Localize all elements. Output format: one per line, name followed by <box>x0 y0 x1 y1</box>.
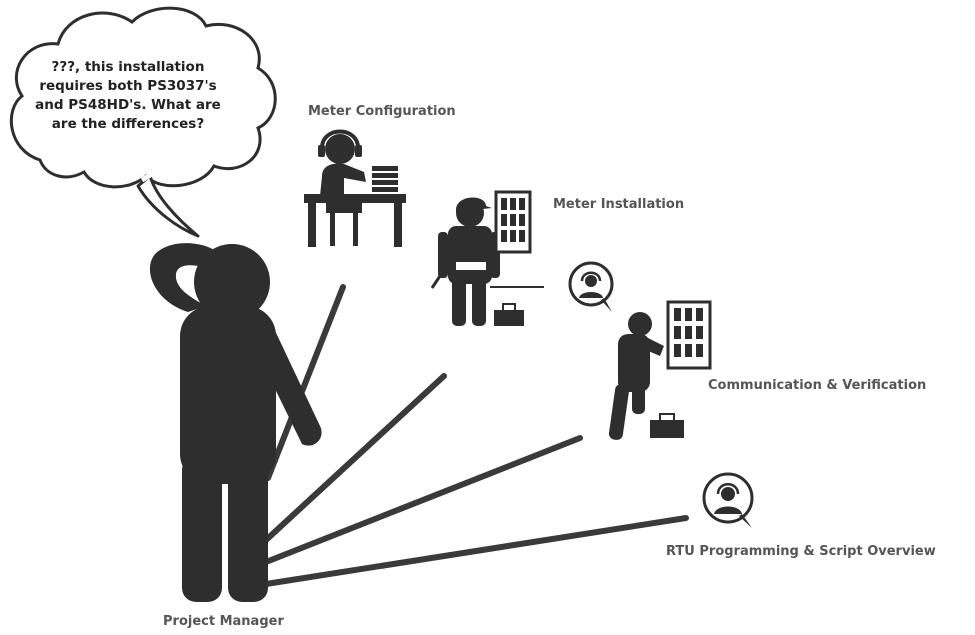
manager-arm-on-head <box>149 243 214 312</box>
manager-right-leg <box>228 456 268 602</box>
line-to-meter-installation <box>263 373 447 543</box>
meter-installation-label: Meter Installation <box>553 197 685 212</box>
manager-right-arm <box>254 320 322 446</box>
project-manager-label: Project Manager <box>163 614 284 629</box>
rtu-support-icon <box>702 472 754 528</box>
meter-panel <box>494 190 532 254</box>
toolbox-icon <box>494 303 524 326</box>
connector-lines <box>263 284 689 587</box>
project-manager-figure <box>149 243 322 602</box>
line-to-meter-configuration <box>265 284 346 481</box>
manager-torso <box>180 306 276 484</box>
communication-verification-label: Communication & Verification <box>708 378 927 393</box>
line-to-rtu-programming <box>263 515 689 587</box>
meter-installation-figure <box>430 190 544 326</box>
thought-bubble <box>9 6 277 238</box>
meter-panel-2 <box>666 300 712 370</box>
manager-left-leg <box>182 456 222 602</box>
headset-support-icon <box>568 261 614 312</box>
rtu-programming-label: RTU Programming & Script Overview <box>666 544 936 559</box>
binder-stack <box>372 166 398 192</box>
meter-configuration-figure <box>304 129 406 247</box>
speech-bubble-text: ???, this installation requires both PS3… <box>35 59 221 132</box>
line-to-communication <box>263 435 583 565</box>
meter-configuration-label: Meter Configuration <box>308 104 456 119</box>
toolbox-icon-2 <box>650 413 684 438</box>
communication-figure <box>568 261 712 440</box>
